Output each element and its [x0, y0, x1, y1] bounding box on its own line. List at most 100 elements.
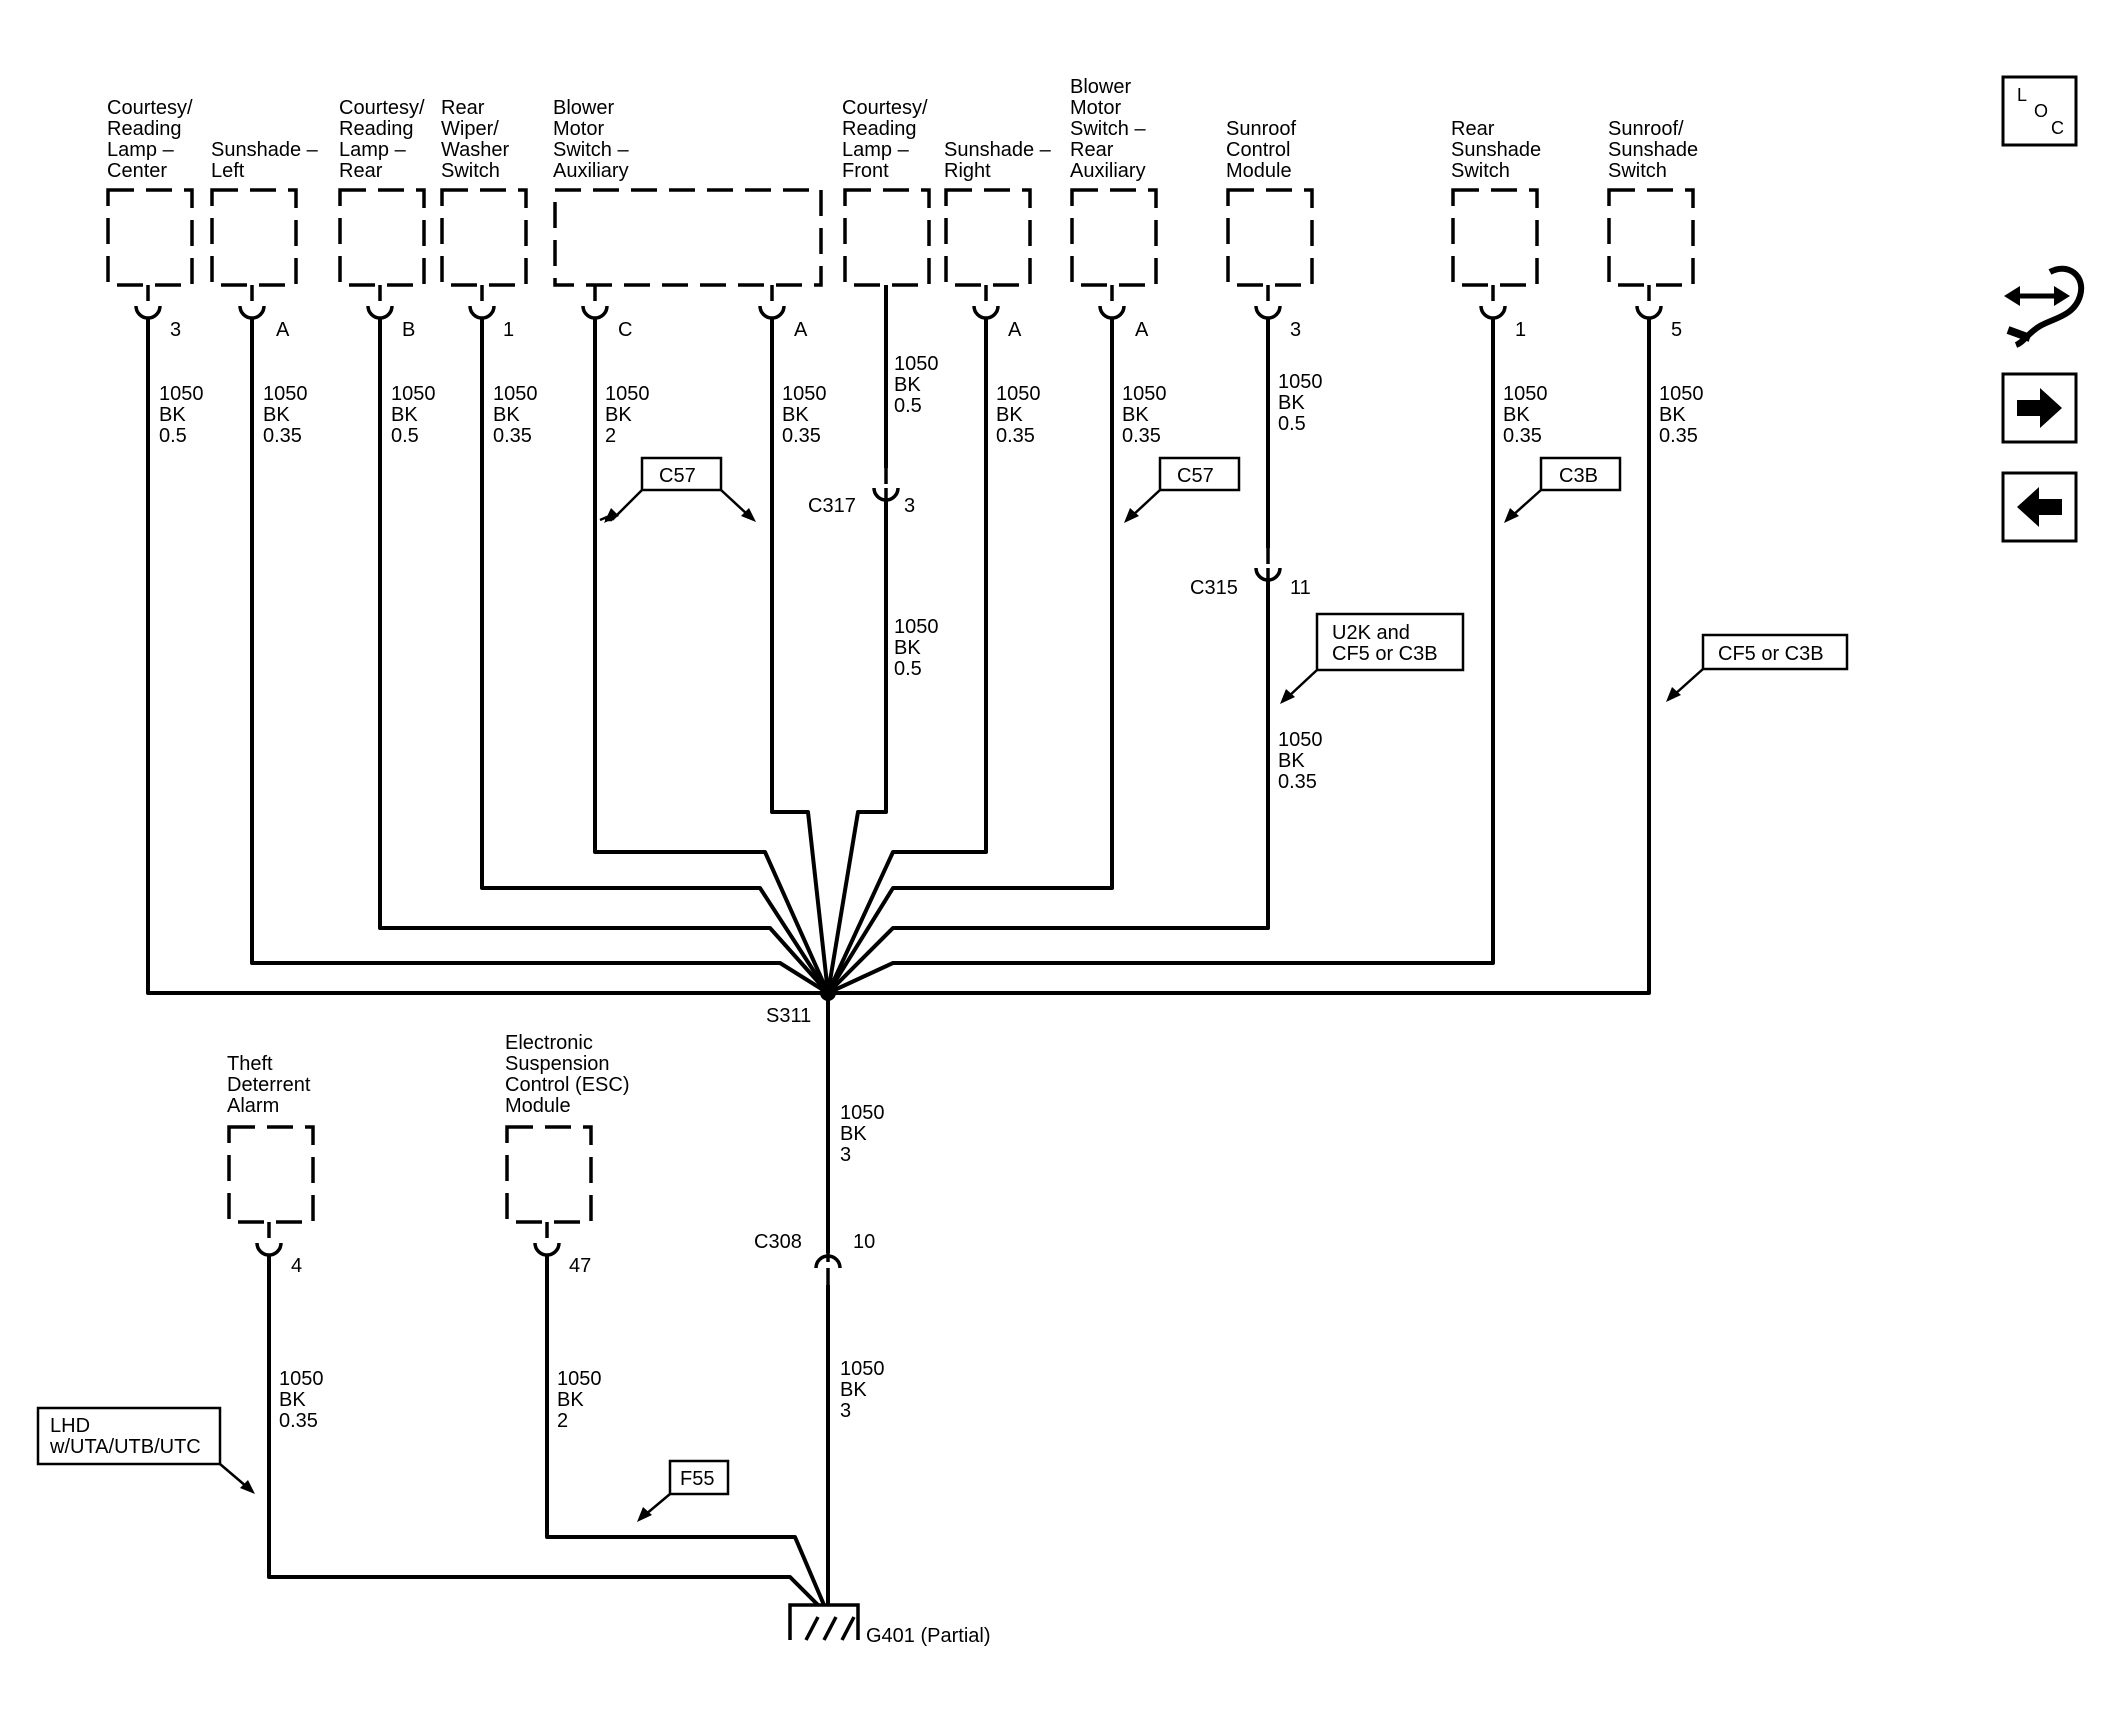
text-line: 1050	[1278, 729, 1323, 751]
text-line: Electronic	[505, 1032, 593, 1054]
pin-courtesy-rear: B	[402, 319, 415, 341]
svg-text:C57: C57	[659, 465, 696, 487]
text-line: 1050	[894, 353, 939, 375]
text-line: BK	[782, 404, 809, 426]
wire-courtesy-center	[146, 318, 828, 995]
text-line: 0.35	[493, 425, 532, 447]
box-sunroof-sunshade-switch	[1607, 188, 1695, 287]
text-line: Lamp –	[842, 139, 910, 161]
text-line: Sunroof/	[1608, 118, 1684, 140]
connector-c317-pin: 3	[904, 495, 915, 517]
text-line: 0.35	[279, 1410, 318, 1432]
text-line: BK	[391, 404, 418, 426]
wire-rear-wiper	[480, 318, 830, 995]
text-line: Courtesy/	[339, 97, 425, 119]
text-line: Sunshade	[1608, 139, 1698, 161]
text-line: 0.5	[894, 658, 922, 680]
text-line: Reading	[339, 118, 414, 140]
pin-rear-sunshade-switch: 1	[1515, 319, 1526, 341]
text-line: 0.35	[996, 425, 1035, 447]
text-line: 1050	[493, 383, 538, 405]
text-line: BK	[1503, 404, 1530, 426]
wire-courtesy-rear	[378, 318, 830, 995]
text-line: Lamp –	[339, 139, 407, 161]
text-line: 1050	[782, 383, 827, 405]
splice-s311-dot	[820, 985, 836, 1001]
text-line: 1050	[263, 383, 308, 405]
text-line: Lamp –	[107, 139, 175, 161]
connector-c315-label: C315	[1190, 577, 1238, 599]
text-line: 0.35	[782, 425, 821, 447]
text-line: w/UTA/UTB/UTC	[49, 1436, 201, 1458]
text-line: Control	[1226, 139, 1290, 161]
pin-courtesy-center: 3	[170, 319, 181, 341]
text-line: 1050	[840, 1102, 885, 1124]
box-sunroof-control-module	[1226, 188, 1314, 287]
label-sunshade-left: Sunshade –Left	[211, 139, 319, 182]
text-line: Switch	[441, 160, 500, 182]
box-sunshade-left	[210, 188, 298, 287]
wire-blower-rear-aux	[826, 318, 1114, 995]
connector-c308-label: C308	[754, 1231, 802, 1253]
connector-c315-pin: 11	[1290, 577, 1311, 599]
text-line: BK	[1122, 404, 1149, 426]
box-rear-sunshade-switch	[1451, 188, 1539, 287]
text-line: Right	[944, 160, 991, 182]
text-line: BK	[279, 1389, 306, 1411]
box-courtesy-lamp-center	[106, 188, 194, 287]
text-line: 1050	[159, 383, 204, 405]
text-line: Wiper/	[441, 118, 499, 140]
text-line: 1050	[557, 1368, 602, 1390]
text-line: Switch	[1451, 160, 1510, 182]
text-line: Auxiliary	[553, 160, 629, 182]
box-theft-deterrent-alarm	[227, 1125, 315, 1224]
text-line: 0.5	[1278, 413, 1306, 435]
text-line: BK	[840, 1123, 867, 1145]
text-line: Alarm	[227, 1095, 279, 1117]
arrow-left-icon[interactable]	[2001, 471, 2078, 543]
option-callout-c57-left: C57	[599, 456, 756, 523]
wire-blower-aux-a	[770, 318, 830, 994]
svg-text:CF5 or C3B: CF5 or C3B	[1718, 643, 1824, 665]
text-line: Reading	[842, 118, 917, 140]
text-line: BK	[605, 404, 632, 426]
ground-g401-icon	[788, 1603, 860, 1641]
text-line: 0.5	[159, 425, 187, 447]
box-blower-motor-switch-rear-auxiliary	[1070, 188, 1158, 287]
wiring-harness-icon[interactable]	[2004, 265, 2085, 348]
wire-sunroof-lower	[826, 580, 1270, 995]
loc-icon[interactable]: L O C	[2001, 75, 2078, 147]
connector-c315-symbol	[1254, 548, 1282, 582]
text-line: BK	[894, 374, 921, 396]
text-line: 0.35	[1659, 425, 1698, 447]
text-line: Auxiliary	[1070, 160, 1146, 182]
text-line: BK	[557, 1389, 584, 1411]
pin-esc-module: 47	[569, 1255, 591, 1277]
text-line: 1050	[1122, 383, 1167, 405]
text-line: Blower	[1070, 76, 1131, 98]
text-line: 0.35	[1122, 425, 1161, 447]
text-line: BK	[840, 1379, 867, 1401]
text-line: 0.5	[894, 395, 922, 417]
arrow-right-icon[interactable]	[2001, 372, 2078, 444]
text-line: Motor	[1070, 97, 1121, 119]
connector-c308-symbol	[814, 1253, 842, 1285]
text-line: BK	[996, 404, 1023, 426]
text-line: Rear	[1070, 139, 1114, 161]
text-line: 1050	[605, 383, 650, 405]
wire-theft-alarm	[267, 1255, 820, 1607]
